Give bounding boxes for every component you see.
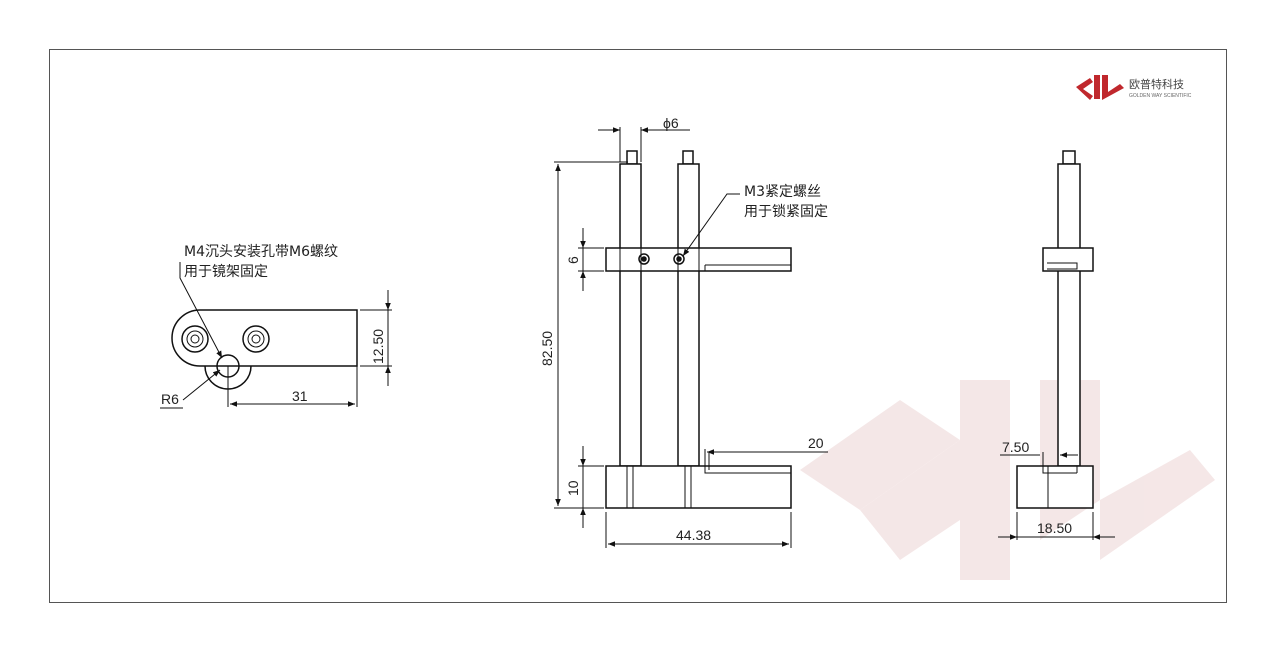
- side-slot-label: 7.50: [1002, 439, 1029, 455]
- front-view: [554, 127, 828, 548]
- radius-label: R6: [161, 391, 179, 407]
- side-base-width-label: 18.50: [1037, 520, 1072, 536]
- screw-note-line2: 用于锁紧固定: [744, 204, 828, 220]
- top-width-label: 31: [292, 388, 308, 404]
- mount-hole-note-line1: M4沉头安装孔带M6螺纹: [184, 244, 338, 260]
- side-view: [998, 150, 1115, 540]
- base-height-label: 10: [565, 480, 581, 496]
- diameter-label: ϕ6: [663, 115, 679, 131]
- total-height-label: 82.50: [539, 331, 555, 366]
- slot-length-label: 20: [808, 435, 824, 451]
- logo-name-cn: 欧普特科技: [1129, 77, 1184, 91]
- top-height-label: 12.50: [370, 329, 386, 364]
- clamp-height-label: 6: [565, 256, 581, 264]
- logo-name-en: GOLDEN WAY SCIENTIFIC: [1129, 93, 1192, 99]
- mount-hole-note-line2: 用于镜架固定: [184, 264, 268, 280]
- base-width-label: 44.38: [676, 527, 711, 543]
- logo-mark-icon: [1076, 75, 1124, 100]
- top-view: [160, 262, 392, 409]
- watermark-logo: [800, 380, 1215, 580]
- company-logo: 欧普特科技 GOLDEN WAY SCIENTIFIC: [1076, 75, 1192, 100]
- screw-note-line1: M3紧定螺丝: [744, 184, 821, 200]
